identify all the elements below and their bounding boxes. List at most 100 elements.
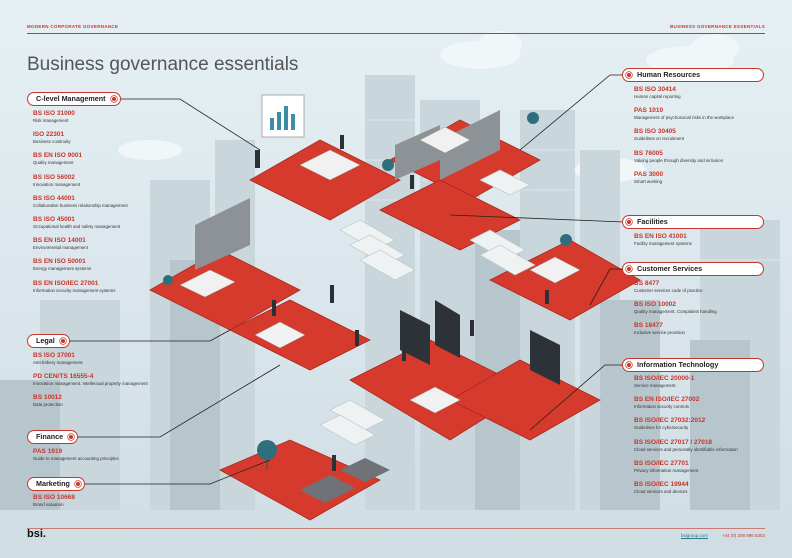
section-name: Human Resources: [637, 70, 701, 79]
section-name: Customer Services: [637, 264, 703, 273]
standard-desc: Smart working: [634, 178, 663, 184]
website-link[interactable]: bsigroup.com: [680, 533, 708, 538]
standard-desc: Innovation management: [33, 181, 81, 187]
connector-dot-icon: [59, 338, 66, 344]
page-title: Business governance essentials: [27, 54, 299, 75]
standard-code: BS ISO 10002: [634, 301, 676, 309]
standard-desc: Data protection: [33, 402, 63, 408]
standard-code: BS ISO 45001: [33, 215, 75, 223]
section-name: Marketing: [36, 479, 70, 488]
standard-code: ISO 22301: [33, 131, 65, 139]
standard-desc: Risk management: [33, 118, 69, 123]
standard-desc: Management of psychosocial risks in the …: [634, 115, 735, 121]
standard-code: BS ISO/IEC 20000-1: [634, 375, 695, 382]
standard-code: BS ISO 30405: [634, 128, 676, 136]
connector-dot-icon: [626, 219, 632, 225]
header-right-label: BUSINESS GOVERNANCE ESSENTIALS: [669, 24, 765, 29]
standard-code: BS ISO 37001: [33, 352, 75, 359]
standard-desc: Brand valuation: [33, 502, 64, 507]
section-label-customer-services: Customer Services: [622, 262, 764, 276]
standard-code: BS EN ISO 41001: [634, 233, 687, 240]
section-name: Finance: [36, 432, 64, 441]
connector-dot-icon: [110, 96, 117, 102]
section-label-c-level-management: C-level Management: [27, 92, 121, 106]
standard-code: BS ISO 31000: [33, 110, 75, 117]
standard-code: BS EN ISO 14001: [33, 237, 86, 245]
footer-rule: [27, 527, 765, 528]
standard-code: BS EN ISO/IEC 27001: [33, 279, 99, 287]
standard-code: BS ISO/IEC 27032:2012: [634, 417, 706, 425]
standard-code: BS 8477: [634, 280, 660, 287]
connector-dot-icon: [626, 362, 632, 368]
standard-desc: Quality management: [33, 160, 74, 166]
standard-desc: Human capital reporting: [634, 94, 681, 99]
standard-code: PAS 1919: [33, 448, 63, 455]
standard-desc: Inclusive service provision: [634, 330, 686, 336]
standard-code: PAS 3000: [634, 170, 664, 178]
standard-desc: Guidelines on recruitment: [634, 136, 685, 142]
standard-code: BS ISO 30414: [634, 86, 676, 93]
standard-desc: Environmental management: [33, 245, 88, 251]
standard-desc: Valuing people through diversity and inc…: [634, 157, 724, 163]
section-name: C-level Management: [36, 94, 106, 103]
section-name: Legal: [36, 336, 55, 345]
standard-desc: Energy management systems: [33, 266, 92, 272]
standard-code: PD CEN/TS 16555-4: [33, 373, 94, 381]
header-left-label: MODERN CORPORATE GOVERNANCE: [27, 24, 119, 29]
standard-desc: Business continuity: [33, 139, 71, 145]
standard-code: BS ISO/IEC 27701: [634, 459, 689, 467]
section-name: Facilities: [637, 217, 668, 226]
standard-desc: Service management: [634, 383, 676, 388]
standard-code: BS ISO/IEC 19944: [634, 480, 689, 488]
standard-desc: Collaborative business relationship mana…: [33, 202, 128, 208]
standard-code: BS ISO 56002: [33, 173, 75, 181]
standard-desc: Facility management systems: [634, 241, 692, 246]
connector-dot-icon: [626, 266, 632, 272]
standard-desc: Innovation management. Intellectual prop…: [33, 381, 148, 387]
standard-code: BS 10012: [33, 394, 62, 402]
standard-desc: Occupational health and safety managemen…: [33, 223, 121, 229]
standard-code: BS EN ISO 50001: [33, 258, 86, 266]
standard-desc: Cloud services and devices: [634, 488, 688, 494]
section-label-finance: Finance: [27, 430, 79, 444]
standard-desc: Customer services code of practice: [634, 288, 703, 293]
standard-code: PAS 1010: [634, 107, 664, 115]
standard-desc: Privacy information management: [634, 467, 699, 473]
connector-dot-icon: [74, 481, 81, 487]
connector-dot-icon: [626, 72, 632, 78]
standard-desc: Information security management systems: [33, 287, 116, 293]
connector-dot-icon: [68, 434, 75, 440]
section-label-human-resources: Human Resources: [622, 68, 764, 82]
bsi-logo: bsi.: [27, 528, 46, 540]
